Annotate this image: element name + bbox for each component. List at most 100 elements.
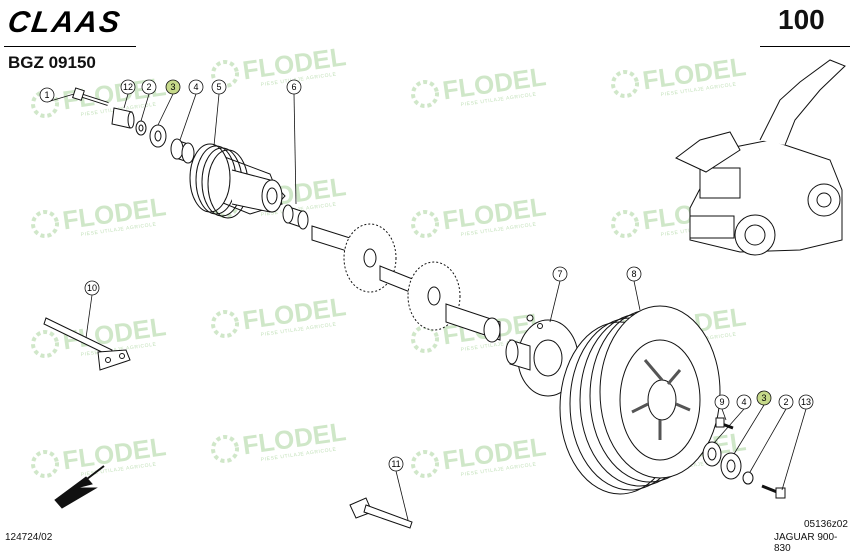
callout-label: 7 — [557, 269, 562, 279]
watermark-gear-icon — [611, 70, 640, 99]
callout-circle — [778, 394, 794, 410]
callout-9[interactable]: 9 — [714, 394, 730, 410]
watermark-gear-icon — [611, 210, 640, 239]
leader-line-11 — [395, 470, 409, 521]
callout-circle — [211, 79, 227, 95]
callout-circle — [388, 456, 404, 472]
callout-label: 4 — [193, 82, 198, 92]
callout-label: 3 — [170, 82, 175, 92]
leader-line-8 — [633, 280, 641, 311]
part-6-collar — [282, 204, 309, 230]
leader-lines — [46, 93, 807, 521]
part-12-sleeve — [111, 107, 135, 129]
watermark-gear-icon — [411, 80, 440, 109]
leader-line-9 — [721, 408, 727, 421]
watermark-gear-icon — [211, 60, 240, 89]
callout-3[interactable]: 3 — [165, 79, 181, 95]
watermark-gear-icon — [411, 450, 440, 479]
callout-2[interactable]: 2 — [141, 79, 157, 95]
callout-label: 10 — [87, 283, 97, 293]
callout-circle — [286, 79, 302, 95]
callout-circle — [736, 394, 752, 410]
part-1-bolt — [72, 87, 109, 106]
part-2-washer — [135, 120, 147, 136]
callout-13[interactable]: 13 — [798, 394, 814, 410]
page-number: 100 — [778, 4, 825, 35]
part-8-large-pulley — [559, 305, 721, 495]
watermark-gear-icon — [411, 210, 440, 239]
callout-2[interactable]: 2 — [778, 394, 794, 410]
watermark-gear-icon — [31, 210, 60, 239]
callout-label: 3 — [761, 393, 766, 403]
leader-line-3 — [733, 404, 765, 455]
leader-line-12 — [123, 93, 129, 109]
callout-label: 2 — [146, 82, 151, 92]
leader-line-2 — [140, 93, 150, 122]
leader-line-5 — [213, 93, 220, 147]
part-5-pulley — [189, 143, 286, 219]
callout-circle — [120, 79, 136, 95]
callout-3[interactable]: 3 — [756, 390, 772, 406]
watermark-gear-icon — [211, 310, 240, 339]
header-rule-right — [760, 46, 850, 47]
callout-label: 11 — [391, 459, 400, 469]
callout-circle — [798, 394, 814, 410]
part-7-flange-hub — [505, 314, 579, 397]
leader-line-4 — [713, 408, 745, 444]
callout-label: 9 — [719, 397, 724, 407]
callout-6[interactable]: 6 — [286, 79, 302, 95]
callout-10[interactable]: 10 — [84, 280, 100, 296]
right-fastener-set — [702, 441, 786, 499]
callout-7[interactable]: 7 — [552, 266, 568, 282]
callout-circle — [552, 266, 568, 282]
callout-label: 12 — [123, 82, 133, 92]
callout-circle — [141, 79, 157, 95]
callout-circle — [756, 390, 772, 406]
callout-4[interactable]: 4 — [188, 79, 204, 95]
callout-label: 8 — [631, 269, 636, 279]
callout-label: 5 — [216, 82, 221, 92]
callout-circle — [188, 79, 204, 95]
callout-label: 2 — [783, 397, 788, 407]
watermark-gear-icon — [31, 450, 60, 479]
callout-12[interactable]: 12 — [120, 79, 136, 95]
leader-line-2 — [749, 408, 787, 473]
callout-circle — [165, 79, 181, 95]
callout-4[interactable]: 4 — [736, 394, 752, 410]
part-9-bolt — [715, 417, 734, 430]
watermark-gear-icon — [211, 435, 240, 464]
callout-8[interactable]: 8 — [626, 266, 642, 282]
watermark-gear-icon — [411, 325, 440, 354]
drawing-code: 05136z02 — [804, 519, 848, 530]
callout-circle — [714, 394, 730, 410]
machine-model: JAGUAR 900-830 — [774, 532, 838, 554]
callout-5[interactable]: 5 — [211, 79, 227, 95]
leader-line-3 — [157, 93, 174, 126]
watermark-gear-icon — [31, 330, 60, 359]
callout-circle — [84, 280, 100, 296]
callout-circle — [39, 87, 55, 103]
drive-shaft — [311, 223, 501, 343]
leader-line-10 — [85, 294, 93, 339]
document-number: 124724/02 — [5, 532, 53, 543]
leader-line-6 — [293, 93, 297, 205]
callout-label: 1 — [44, 90, 49, 100]
leader-line-7 — [549, 280, 561, 323]
callout-1[interactable]: 1 — [39, 87, 55, 103]
leader-line-4 — [179, 93, 197, 141]
callout-11[interactable]: 11 — [388, 456, 404, 472]
header-rule-left — [4, 46, 136, 47]
part-3-washer — [149, 124, 167, 148]
